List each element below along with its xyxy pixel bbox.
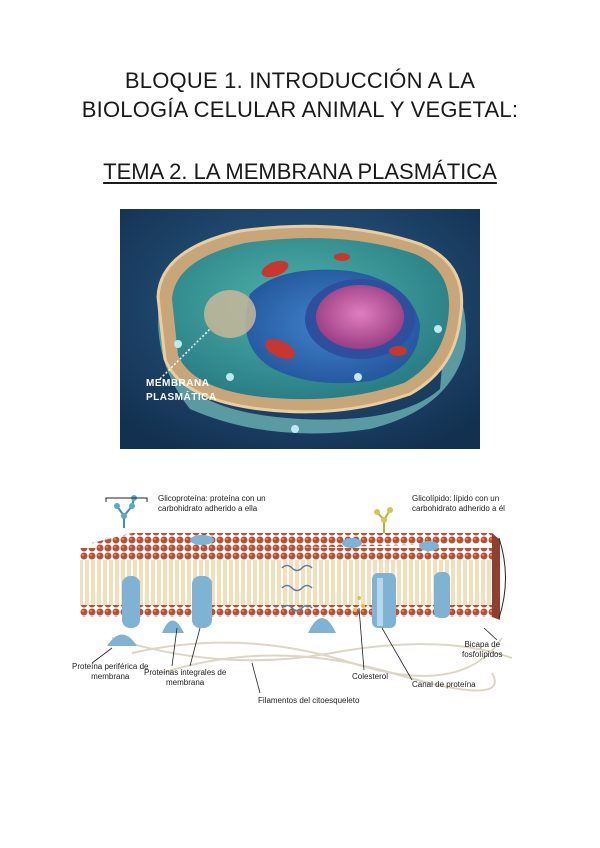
label-integral-line-2: membrana xyxy=(144,678,226,688)
title-line-1: BLOQUE 1. INTRODUCCIÓN A LA xyxy=(0,66,600,95)
title-line-2: BIOLOGÍA CELULAR ANIMAL Y VEGETAL: xyxy=(0,95,600,124)
label-glycoprotein-line-2: carbohidrato adherido a ella xyxy=(158,504,266,514)
label-glycolipid-line-2: carbohidrato adherido a él xyxy=(412,504,505,514)
membrane-label-line-2: PLASMÁTICA xyxy=(146,391,217,405)
label-cholesterol: Colesterol xyxy=(352,672,388,682)
cell-illustration-drawing xyxy=(120,209,480,449)
label-protein-channel: Canal de proteína xyxy=(412,680,476,690)
membrane-label: MEMBRANA PLASMÁTICA xyxy=(146,377,217,405)
subtitle-text: TEMA 2. LA MEMBRANA PLASMÁTICA xyxy=(103,159,497,184)
label-bilayer-line-1: Bicapa de xyxy=(462,640,502,650)
label-glycolipid: Glicolípido: lípido con un carbohidrato … xyxy=(412,494,505,514)
label-peripheral-line-1: Proteína periférica de xyxy=(72,662,149,672)
document-title: BLOQUE 1. INTRODUCCIÓN A LA BIOLOGÍA CEL… xyxy=(0,66,600,124)
label-phospholipid-bilayer: Bicapa de fosfolípidos xyxy=(462,640,502,660)
label-cytoskeleton-filaments: Filamentos del citoesqueleto xyxy=(258,696,359,706)
label-glycoprotein-line-1: Glicoproteína: proteína con un xyxy=(158,494,266,504)
label-glycoprotein: Glicoproteína: proteína con un carbohidr… xyxy=(158,494,266,514)
membrane-label-line-1: MEMBRANA xyxy=(146,377,217,391)
label-peripheral-line-2: membrana xyxy=(72,672,149,682)
label-glycolipid-line-1: Glicolípido: lípido con un xyxy=(412,494,505,504)
document-subtitle: TEMA 2. LA MEMBRANA PLASMÁTICA xyxy=(0,158,600,186)
cell-illustration: MEMBRANA PLASMÁTICA xyxy=(120,209,480,449)
membrane-diagram: Glicoproteína: proteína con un carbohidr… xyxy=(72,488,532,713)
label-peripheral-protein: Proteína periférica de membrana xyxy=(72,662,149,682)
label-bilayer-line-2: fosfolípidos xyxy=(462,650,502,660)
label-integral-proteins: Proteínas integrales de membrana xyxy=(144,668,226,688)
label-integral-line-1: Proteínas integrales de xyxy=(144,668,226,678)
